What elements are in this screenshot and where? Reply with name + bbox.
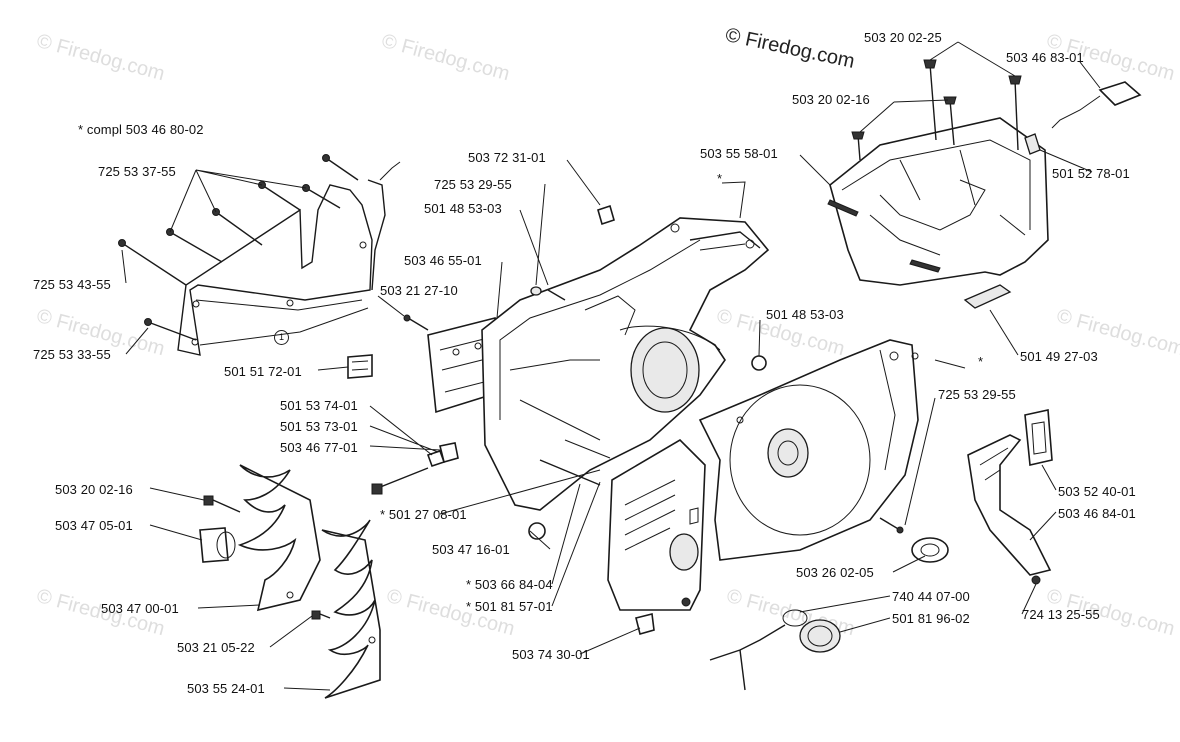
oil-cap-drawing	[709, 537, 949, 691]
part-label: 503 20 02-25	[864, 30, 942, 45]
small-screw-drawings	[203, 204, 904, 635]
part-label: * 501 27 08-01	[380, 507, 467, 522]
part-label: 503 72 31-01	[468, 150, 546, 165]
part-label: 724 13 25-55	[1022, 607, 1100, 622]
part-label: 503 55 24-01	[187, 681, 265, 696]
part-label: 503 46 83-01	[1006, 50, 1084, 65]
part-label: 503 20 02-16	[55, 482, 133, 497]
shroud-screw-drawings	[851, 59, 1022, 161]
part-label: 503 47 05-01	[55, 518, 133, 533]
crankcase-left-drawing	[481, 217, 770, 511]
part-label: 503 21 27-10	[380, 283, 458, 298]
part-label: 501 53 74-01	[280, 398, 358, 413]
part-label: 725 53 29-55	[434, 177, 512, 192]
part-label: *	[717, 171, 723, 186]
part-label: 501 81 96-02	[892, 611, 970, 626]
spring-lever-drawing	[1024, 81, 1142, 155]
part-label: 501 48 53-03	[766, 307, 844, 322]
gasket-cover-drawing	[177, 161, 401, 356]
part-label: * 503 66 84-04	[466, 577, 553, 592]
part-label: 503 46 84-01	[1058, 506, 1136, 521]
part-label: 501 49 27-03	[1020, 349, 1098, 364]
screw-drawings-left	[118, 154, 359, 341]
part-label: 501 48 53-03	[424, 201, 502, 216]
part-label: 503 55 58-01	[700, 146, 778, 161]
part-label: 503 46 77-01	[280, 440, 358, 455]
part-label: 503 74 30-01	[512, 647, 590, 662]
part-label: *	[978, 354, 984, 369]
part-label: 501 51 72-01	[224, 364, 302, 379]
leader-lines	[121, 41, 1101, 691]
cylinder-shroud-drawing	[827, 117, 1049, 309]
part-label: 740 44 07-00	[892, 589, 970, 604]
reference-marker: 1	[274, 330, 289, 345]
part-label: 503 26 02-05	[796, 565, 874, 580]
rubber-buffer-drawing	[347, 354, 373, 379]
tank-cover-drawing	[607, 438, 706, 611]
part-label: 503 47 16-01	[432, 542, 510, 557]
part-label: 501 53 73-01	[280, 419, 358, 434]
part-label: 501 52 78-01	[1052, 166, 1130, 181]
bumper-spike-drawing	[237, 464, 381, 699]
part-label: 725 53 37-55	[98, 164, 176, 179]
part-label: 503 52 40-01	[1058, 484, 1136, 499]
part-label: 503 46 55-01	[404, 253, 482, 268]
part-label: 725 53 29-55	[938, 387, 1016, 402]
compl-note: * compl 503 46 80-02	[78, 122, 204, 137]
part-label: 503 20 02-16	[792, 92, 870, 107]
part-label: 725 53 43-55	[33, 277, 111, 292]
part-label: 725 53 33-55	[33, 347, 111, 362]
bolt-and-nut-drawing	[371, 442, 459, 495]
crankcase-right-drawing	[698, 339, 919, 561]
part-label: 503 47 00-01	[101, 601, 179, 616]
part-label: 503 21 05-22	[177, 640, 255, 655]
spacer-sleeve-drawing	[199, 527, 236, 563]
part-label: * 501 81 57-01	[466, 599, 553, 614]
handle-guard-drawing	[967, 409, 1053, 585]
